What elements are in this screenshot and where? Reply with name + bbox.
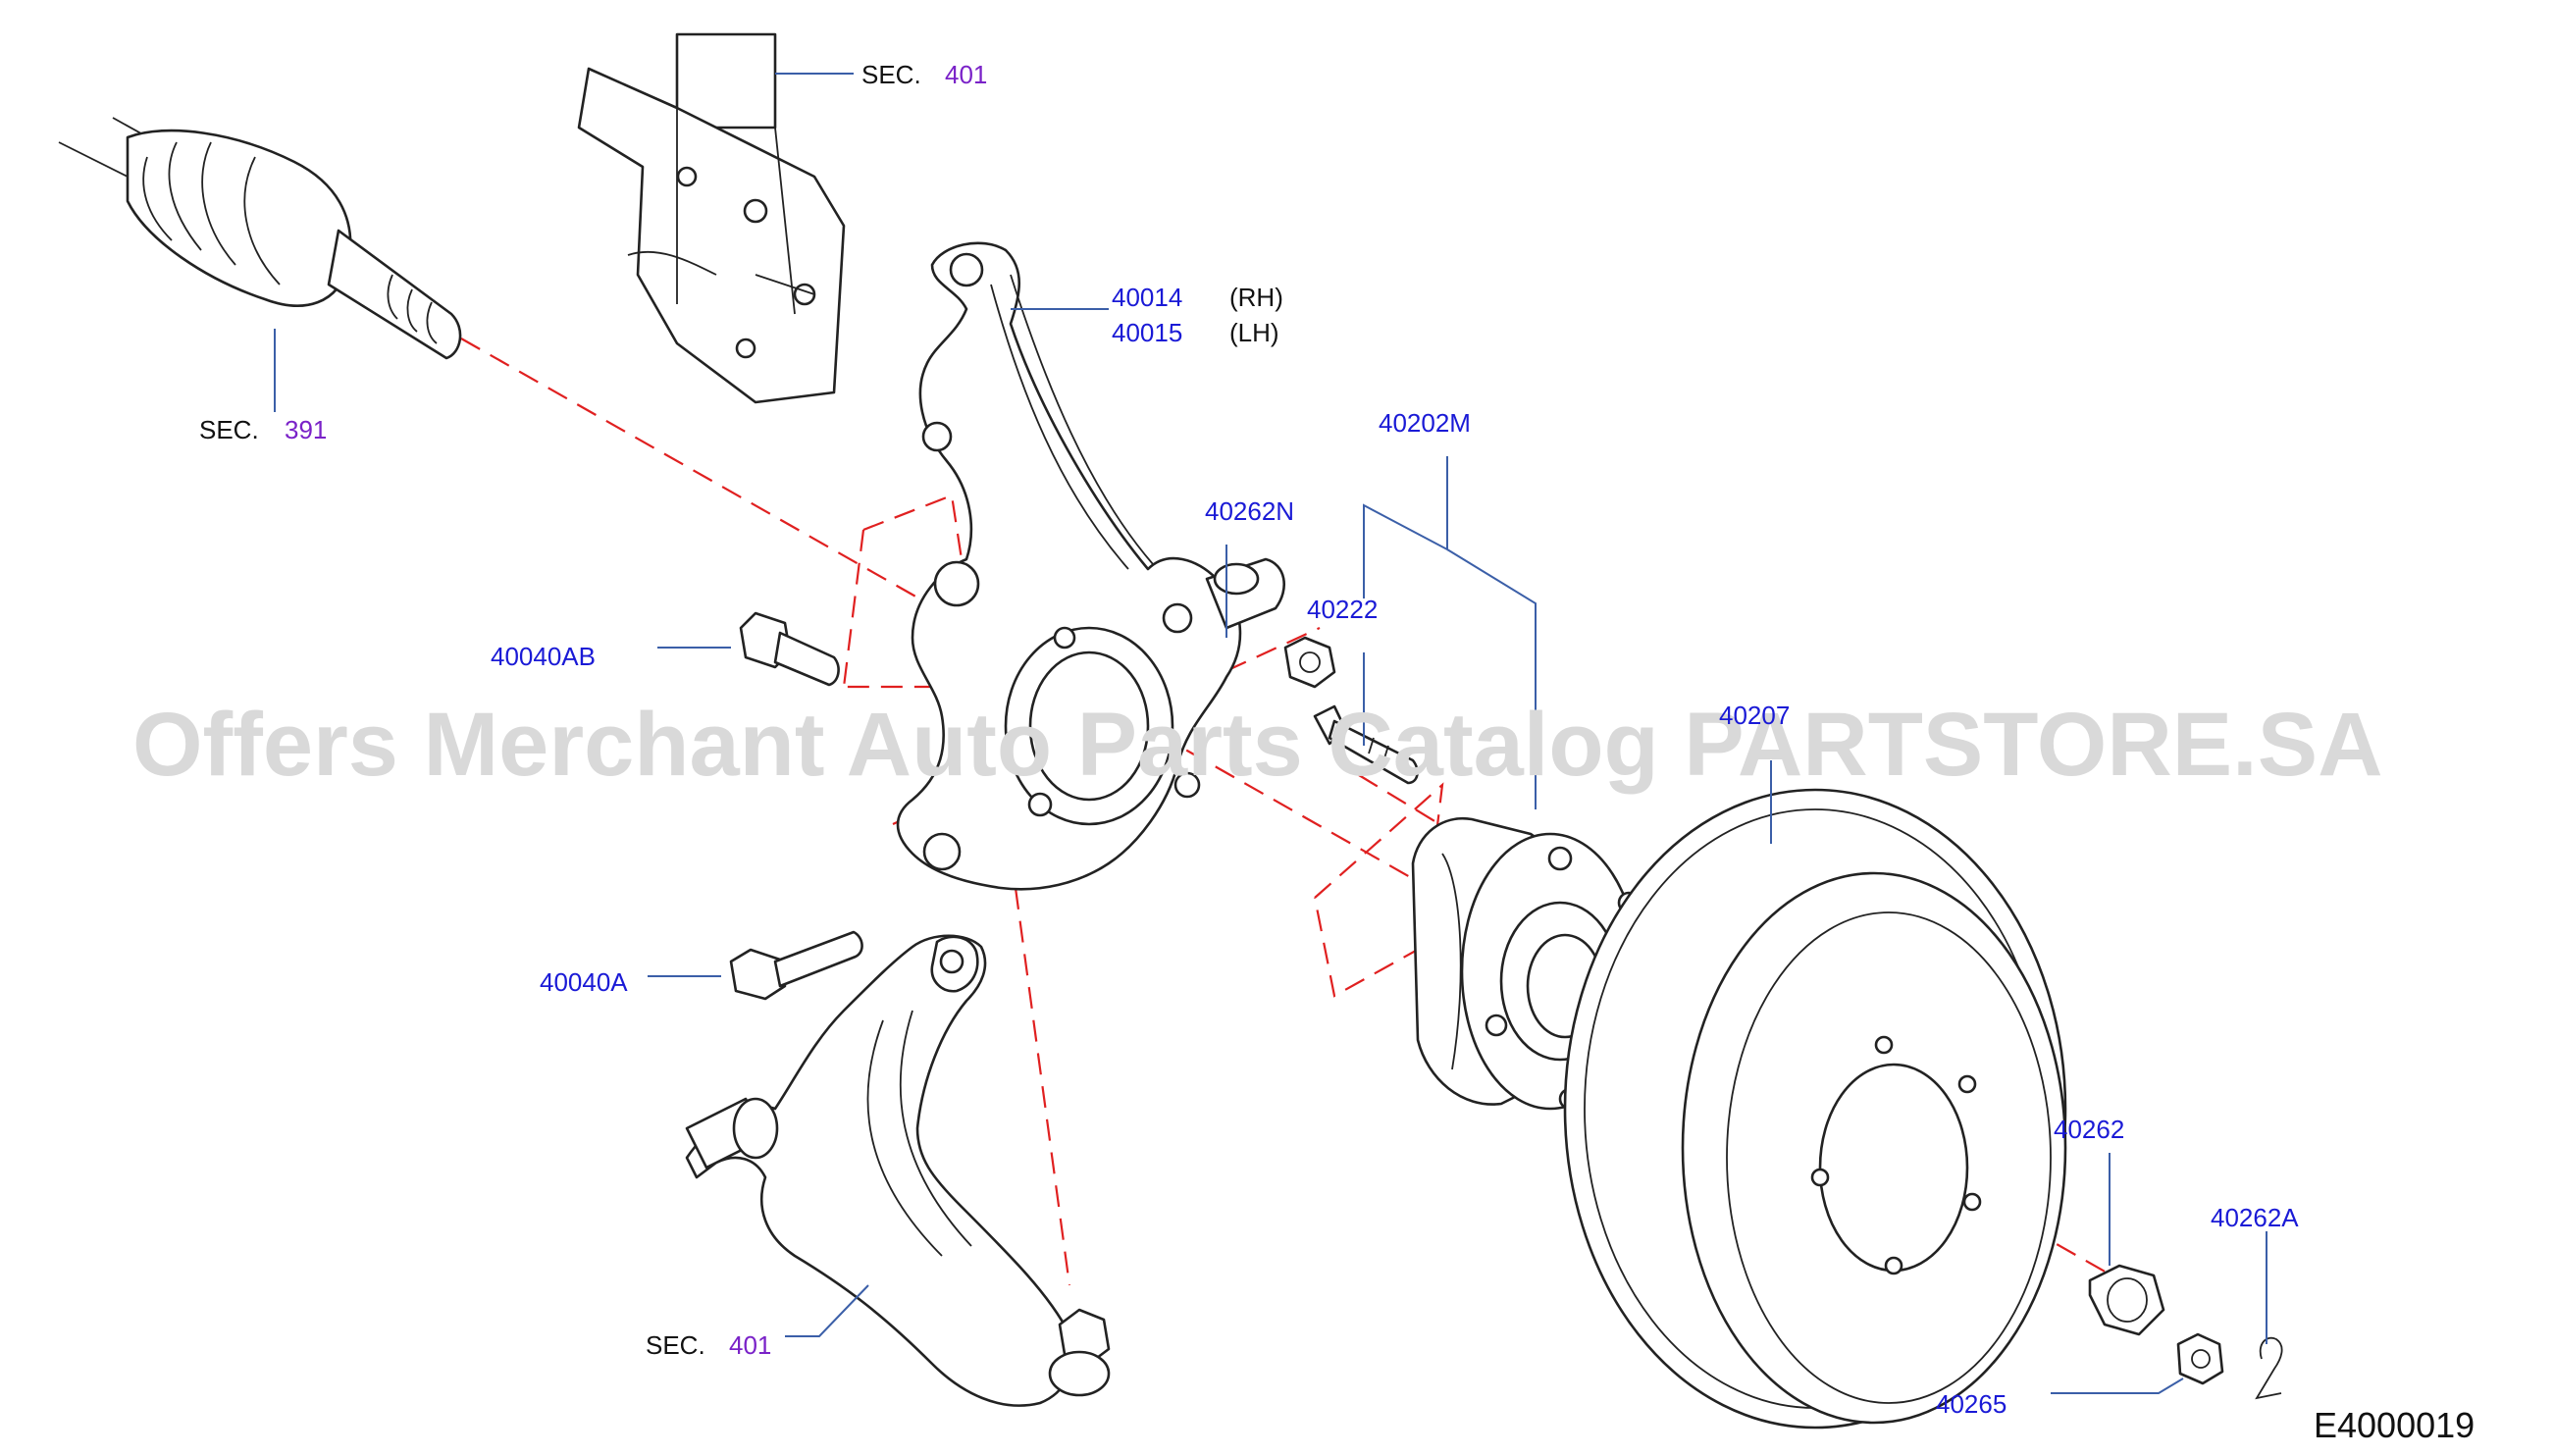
part-40262: 40262 xyxy=(2054,1115,2124,1144)
part-40014-number: 40014 xyxy=(1112,283,1182,312)
leader-lines xyxy=(274,73,2267,1394)
sec-391-prefix: SEC. xyxy=(199,415,259,444)
lower-control-arm[interactable] xyxy=(685,934,1111,1407)
part-40207: 40207 xyxy=(1719,701,1790,730)
drive-shaft[interactable] xyxy=(58,117,462,360)
part-40015-number: 40015 xyxy=(1112,318,1182,347)
sec-401-bottom-prefix: SEC. xyxy=(646,1330,705,1360)
part-40014-side: (RH) xyxy=(1229,283,1283,312)
sec-401-top-number: 401 xyxy=(945,60,987,89)
nut-retainer-40265[interactable] xyxy=(2176,1332,2224,1385)
part-40262n: 40262N xyxy=(1205,496,1294,526)
sec-401-bottom-number: 401 xyxy=(729,1330,771,1360)
brake-rotor[interactable] xyxy=(1563,788,2067,1430)
part-40202m: 40202M xyxy=(1379,408,1471,438)
bolt-40040a[interactable] xyxy=(729,930,863,1001)
diagram-code: E4000019 xyxy=(2314,1405,2475,1445)
part-40262a: 40262A xyxy=(2211,1203,2299,1232)
sec-401-top-prefix: SEC. xyxy=(861,60,921,89)
part-40040ab: 40040AB xyxy=(491,642,596,671)
steering-knuckle[interactable] xyxy=(896,241,1285,891)
bolt-40040ab[interactable] xyxy=(739,611,840,687)
strut-assembly[interactable] xyxy=(577,32,846,404)
cotter-pin-40262a[interactable] xyxy=(2255,1336,2283,1400)
nut-40262n[interactable] xyxy=(1283,636,1336,689)
sec-391-number: 391 xyxy=(285,415,327,444)
hub-bolt-40222[interactable] xyxy=(1313,704,1419,785)
hub-nut-40262[interactable] xyxy=(2088,1264,2165,1336)
part-40040a: 40040A xyxy=(540,967,628,997)
watermark: Offers Merchant Auto Parts Catalog PARTS… xyxy=(132,695,2383,795)
part-40222: 40222 xyxy=(1307,595,1378,624)
part-40015-side: (LH) xyxy=(1229,318,1279,347)
part-40265: 40265 xyxy=(1936,1389,2007,1419)
part-labels: SEC. 401 SEC. 391 40014 (RH) 40015 (LH) … xyxy=(199,60,2299,1419)
